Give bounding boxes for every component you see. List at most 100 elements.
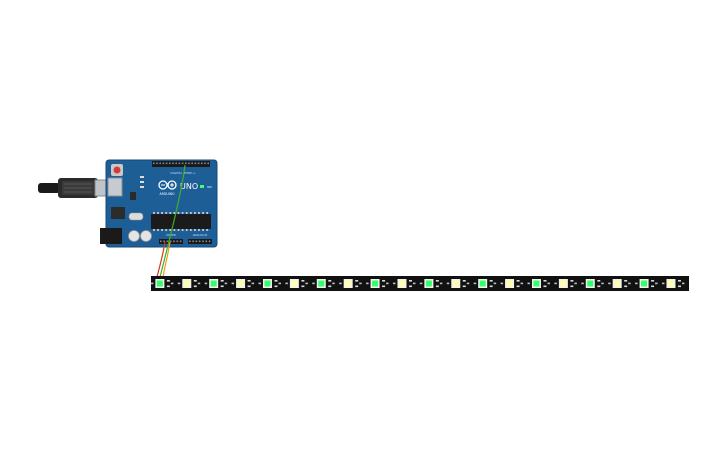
chip-pin xyxy=(173,229,176,231)
power-pin[interactable] xyxy=(160,240,162,243)
strip-pad xyxy=(408,280,412,282)
strip-pad xyxy=(339,282,342,285)
usb-cable[interactable] xyxy=(38,178,118,198)
digital-pin[interactable] xyxy=(172,162,174,165)
chip-pin xyxy=(181,212,184,214)
strip-pad xyxy=(166,280,170,282)
neopixel-strip[interactable] xyxy=(150,276,689,291)
strip-pad xyxy=(624,280,628,282)
power-pin[interactable] xyxy=(166,240,169,243)
led-pixel[interactable] xyxy=(318,280,325,287)
power-pin[interactable] xyxy=(173,240,175,243)
strip-pad xyxy=(247,285,251,288)
digital-pin[interactable] xyxy=(169,162,171,165)
chip-pin xyxy=(165,212,168,214)
strip-pad xyxy=(543,280,547,282)
power-pin[interactable] xyxy=(179,240,182,243)
digital-pin[interactable] xyxy=(204,162,206,165)
strip-pad xyxy=(301,285,305,288)
power-pin[interactable] xyxy=(169,240,172,243)
power-pin[interactable] xyxy=(176,240,179,243)
digital-pin[interactable] xyxy=(165,162,168,165)
strip-pad xyxy=(446,282,450,285)
digital-pin[interactable] xyxy=(207,162,209,165)
digital-pin[interactable] xyxy=(159,162,161,165)
strip-pad xyxy=(439,282,443,285)
digital-pin[interactable] xyxy=(175,162,177,165)
brand-label: ARDUINO xyxy=(159,192,175,196)
digital-pin[interactable] xyxy=(153,162,155,165)
analog-pin[interactable] xyxy=(189,240,191,243)
strip-pad xyxy=(608,282,611,285)
led-pixel[interactable] xyxy=(533,280,540,287)
strip-pad xyxy=(278,282,281,285)
wires[interactable] xyxy=(156,164,186,278)
strip-pad xyxy=(435,285,439,288)
digital-header[interactable] xyxy=(152,161,210,167)
led-pixel[interactable] xyxy=(345,280,352,287)
digital-pin[interactable] xyxy=(191,162,193,165)
led-pixel[interactable] xyxy=(587,280,594,287)
wire-ground[interactable] xyxy=(162,241,171,278)
capacitor-2 xyxy=(140,230,152,242)
strip-pad xyxy=(543,285,547,288)
strip-pad xyxy=(624,285,628,288)
led-pixel[interactable] xyxy=(506,280,513,287)
chip-pin xyxy=(185,212,188,214)
chip-pin xyxy=(161,212,163,214)
analog-pin[interactable] xyxy=(192,240,194,243)
strip-pad xyxy=(220,280,224,282)
led-pixel[interactable] xyxy=(641,280,648,287)
strip-pad xyxy=(392,282,396,285)
chip-pin xyxy=(194,229,196,231)
analog-pin[interactable] xyxy=(205,240,208,243)
digital-pin[interactable] xyxy=(201,162,203,165)
analog-pin[interactable] xyxy=(202,240,204,243)
digital-pin[interactable] xyxy=(178,162,181,165)
led-pixel[interactable] xyxy=(183,280,190,287)
arduino-uno-board[interactable]: DIGITAL (PWM~) POWER ANALOG IN ARDUINO U… xyxy=(100,159,218,248)
led-pixel[interactable] xyxy=(560,280,567,287)
led-pixel[interactable] xyxy=(237,280,244,287)
led-pixel[interactable] xyxy=(291,280,298,287)
chip-pin xyxy=(161,229,163,231)
strip-pad xyxy=(231,282,235,285)
chip-pin xyxy=(206,212,209,214)
digital-pin[interactable] xyxy=(194,162,197,165)
chip-pin xyxy=(198,212,200,214)
digital-pin[interactable] xyxy=(188,162,190,165)
analog-pin[interactable] xyxy=(198,240,201,243)
strip-pad xyxy=(466,282,470,285)
led-pixel[interactable] xyxy=(264,280,271,287)
led-pixel[interactable] xyxy=(614,280,621,287)
analog-pin[interactable] xyxy=(195,240,198,243)
chip-pin xyxy=(177,212,180,214)
power-pin[interactable] xyxy=(163,240,165,243)
strip-pad xyxy=(473,282,477,285)
strip-pad xyxy=(489,285,493,288)
led-pixel[interactable] xyxy=(156,280,163,287)
strip-pad xyxy=(435,280,439,282)
digital-pin[interactable] xyxy=(185,162,187,165)
chip-pin xyxy=(157,229,159,231)
led-pixel[interactable] xyxy=(398,280,405,287)
led-pixel[interactable] xyxy=(452,280,459,287)
led-pixel[interactable] xyxy=(210,280,217,287)
led-pixel[interactable] xyxy=(425,280,432,287)
wire-power[interactable] xyxy=(156,241,166,278)
digital-pin[interactable] xyxy=(197,162,200,165)
digital-pin[interactable] xyxy=(162,162,165,165)
digital-pin[interactable] xyxy=(156,162,158,165)
digital-pin[interactable] xyxy=(181,162,184,165)
wire-data[interactable] xyxy=(159,164,186,278)
strip-pad xyxy=(520,282,524,285)
reset-button-cap[interactable] xyxy=(113,166,121,174)
analog-pin[interactable] xyxy=(208,240,211,243)
led-pixel[interactable] xyxy=(667,280,674,287)
strip-pad xyxy=(655,282,658,285)
chip-pin xyxy=(173,212,176,214)
strip-pad xyxy=(193,285,197,288)
led-pixel[interactable] xyxy=(479,280,486,287)
led-pixel[interactable] xyxy=(372,280,379,287)
